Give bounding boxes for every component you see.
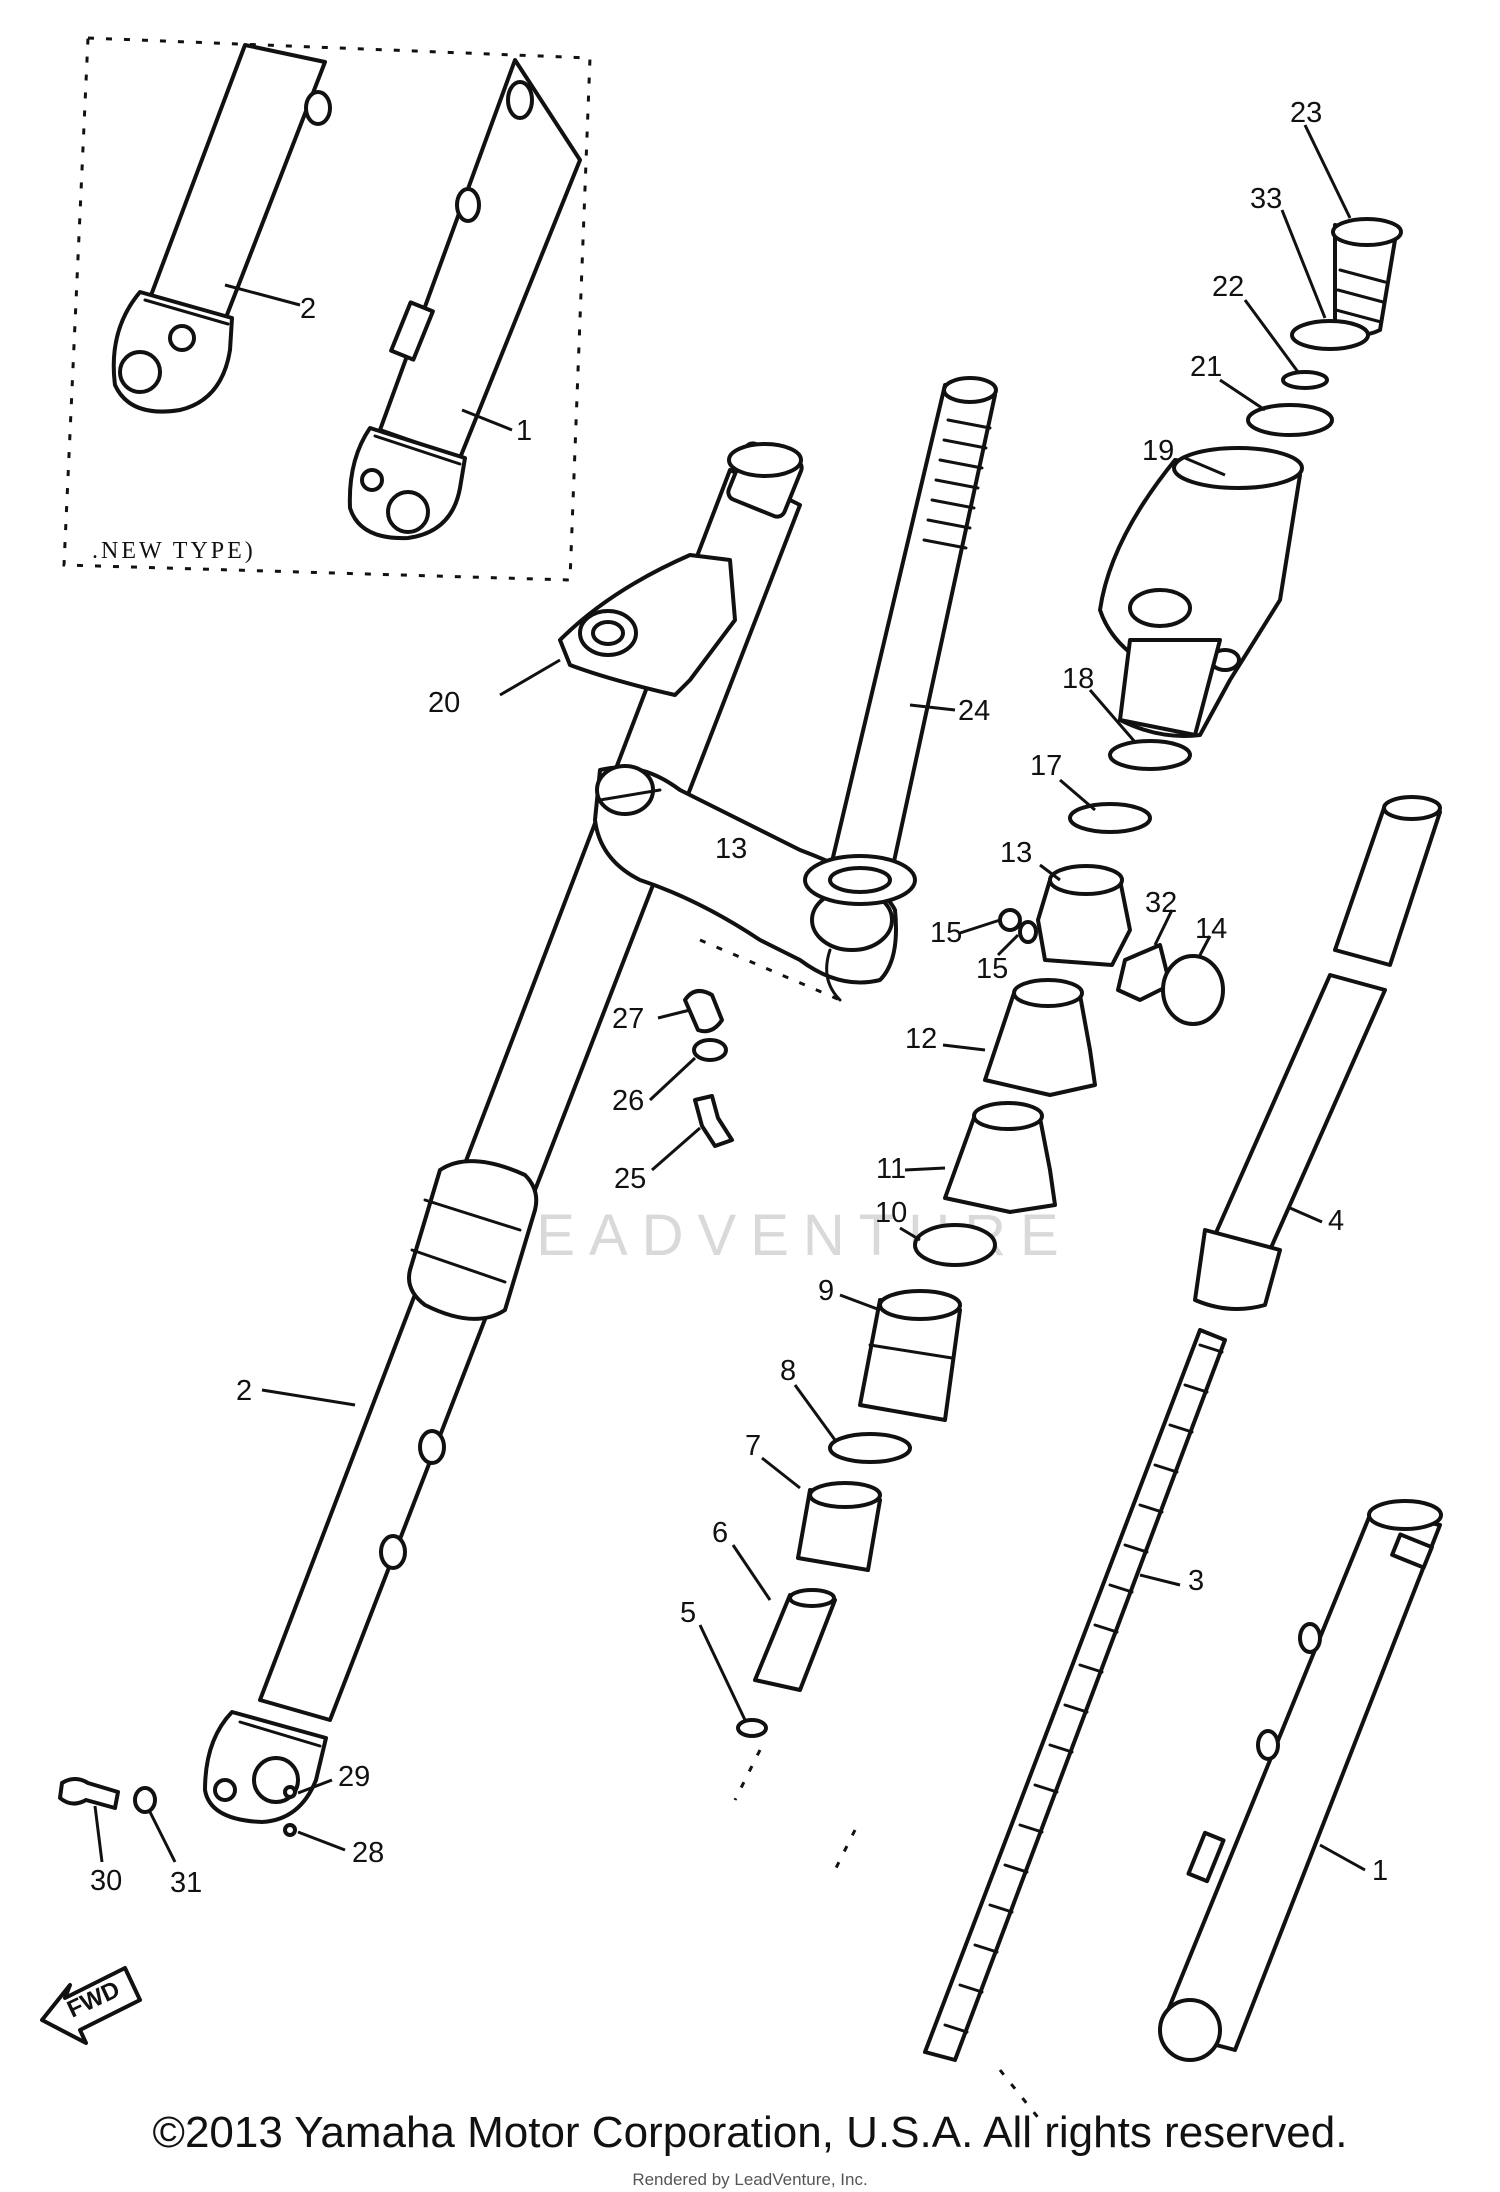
callout-15b: 15 xyxy=(976,953,1008,985)
guide-9 xyxy=(858,1289,962,1422)
ring-21 xyxy=(1246,403,1334,437)
fork-tube-4 xyxy=(1193,795,1442,1311)
steering-stem-24 xyxy=(803,376,998,906)
callout-18: 18 xyxy=(1062,663,1094,695)
callout-2: 2 xyxy=(236,1375,252,1407)
bolt-30 xyxy=(58,1777,120,1810)
fork-spring-3 xyxy=(923,1328,1227,2062)
bolt-25 xyxy=(693,1094,734,1148)
callout-20: 20 xyxy=(428,687,460,719)
callout-31: 31 xyxy=(170,1867,202,1899)
bracket-20 xyxy=(558,553,737,697)
washer-22 xyxy=(1281,370,1329,390)
inset-label: .NEW TYPE) xyxy=(92,538,256,564)
collar-7 xyxy=(796,1481,882,1572)
ring-10 xyxy=(913,1223,997,1267)
cover-11 xyxy=(943,1101,1057,1214)
callout-2-inset: 2 xyxy=(300,293,316,325)
cover-12 xyxy=(983,978,1097,1097)
oring-8 xyxy=(828,1432,912,1464)
washer-15 xyxy=(1018,920,1038,944)
callout-3: 3 xyxy=(1188,1565,1204,1597)
callout-10: 10 xyxy=(875,1197,907,1229)
screw-28 xyxy=(283,1823,297,1837)
callout-15a: 15 xyxy=(930,917,962,949)
stem-bolt-23 xyxy=(1331,217,1403,337)
callout-29: 29 xyxy=(338,1761,370,1793)
callout-32: 32 xyxy=(1145,887,1177,919)
callout-1: 1 xyxy=(1372,1855,1388,1887)
washer-33 xyxy=(1290,319,1370,351)
handle-crown-19 xyxy=(1098,446,1304,738)
callout-7: 7 xyxy=(745,1430,761,1462)
callout-23: 23 xyxy=(1290,97,1322,129)
inset-new-type: .NEW TYPE) xyxy=(62,36,592,582)
callout-8: 8 xyxy=(780,1355,796,1387)
callout-4: 4 xyxy=(1328,1205,1344,1237)
copyright-notice: ©2013 Yamaha Motor Corporation, U.S.A. A… xyxy=(152,2108,1348,2157)
plate-32 xyxy=(1116,943,1172,1002)
clamp-27 xyxy=(683,989,724,1034)
inset-outer-tube xyxy=(111,43,332,414)
callout-12: 12 xyxy=(905,1023,937,1055)
callout-21: 21 xyxy=(1190,351,1222,383)
fwd-arrow-icon: FWD xyxy=(40,1966,142,2045)
callout-9: 9 xyxy=(818,1275,834,1307)
callout-5: 5 xyxy=(680,1597,696,1629)
under-bracket: 13 xyxy=(593,764,898,1002)
cap-14 xyxy=(1161,954,1225,1026)
callout-25: 25 xyxy=(614,1163,646,1195)
leader-lines xyxy=(93,124,1366,1872)
callout-13: 13 xyxy=(1000,837,1032,869)
callout-30: 30 xyxy=(90,1865,122,1897)
cover-13 xyxy=(1036,864,1132,967)
callout-17: 17 xyxy=(1030,750,1062,782)
bolt-5 xyxy=(736,1718,768,1738)
callout-6: 6 xyxy=(712,1517,728,1549)
washer-26 xyxy=(692,1038,728,1062)
nut-15 xyxy=(998,908,1022,932)
callout-14: 14 xyxy=(1195,913,1227,945)
seal-18 xyxy=(1108,739,1192,771)
callout-24: 24 xyxy=(958,695,990,727)
callout-22: 22 xyxy=(1212,271,1244,303)
callout-19: 19 xyxy=(1142,435,1174,467)
callout-11: 11 xyxy=(876,1153,906,1185)
callout-28: 28 xyxy=(352,1837,384,1869)
fork-slider-1 xyxy=(1158,1499,1443,2062)
ring-17 xyxy=(1068,802,1152,834)
washer-31 xyxy=(133,1786,157,1814)
piston-6 xyxy=(753,1588,837,1692)
callout-13-on-bracket: 13 xyxy=(715,833,747,865)
callouts: 2 1 23 33 22 21 19 20 24 18 17 13 15 15 … xyxy=(90,97,1388,1899)
plug-29 xyxy=(283,1785,297,1799)
callout-27: 27 xyxy=(612,1003,644,1035)
rendered-by-note: Rendered by LeadVenture, Inc. xyxy=(632,2170,868,2189)
callout-33: 33 xyxy=(1250,183,1282,215)
callout-1-inset: 1 xyxy=(516,415,532,447)
callout-26: 26 xyxy=(612,1085,644,1117)
inset-inner-tube xyxy=(347,58,582,541)
